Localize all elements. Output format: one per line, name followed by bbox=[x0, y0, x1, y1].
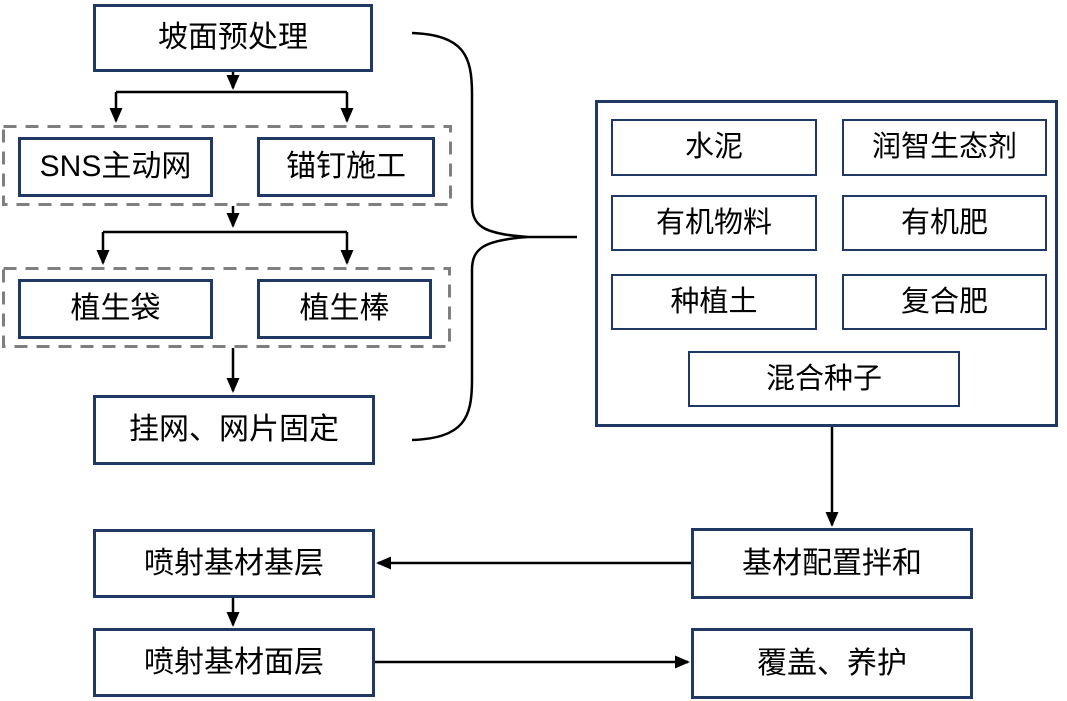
node-compound-fertilizer: 复合肥 bbox=[842, 274, 1047, 330]
node-cover-maintenance: 覆盖、养护 bbox=[691, 628, 973, 699]
node-spray-substrate-surface-layer: 喷射基材面层 bbox=[93, 628, 375, 697]
node-spray-substrate-base-layer: 喷射基材基层 bbox=[93, 529, 375, 598]
node-substrate-preparation-mixing: 基材配置拌和 bbox=[691, 528, 973, 599]
node-runzhi-ecological-agent: 润智生态剂 bbox=[842, 119, 1047, 176]
node-vegetation-rod: 植生棒 bbox=[257, 279, 432, 339]
group-outline-vegetation bbox=[2, 267, 451, 348]
node-slope-pretreatment: 坡面预处理 bbox=[93, 4, 373, 72]
curly-brace bbox=[411, 31, 529, 442]
node-cement: 水泥 bbox=[611, 119, 817, 176]
node-planting-soil: 种植土 bbox=[611, 274, 817, 330]
node-net-hanging-fixing: 挂网、网片固定 bbox=[93, 395, 375, 465]
node-sns-active-net: SNS主动网 bbox=[18, 137, 213, 197]
node-organic-fertilizer: 有机肥 bbox=[842, 195, 1047, 251]
node-anchor-bolt-construction: 锚钉施工 bbox=[257, 137, 435, 197]
node-mixed-seeds: 混合种子 bbox=[688, 351, 960, 407]
node-vegetation-bag: 植生袋 bbox=[18, 279, 213, 339]
group-outline-net-anchor bbox=[2, 125, 452, 206]
node-organic-material: 有机物料 bbox=[611, 195, 817, 251]
